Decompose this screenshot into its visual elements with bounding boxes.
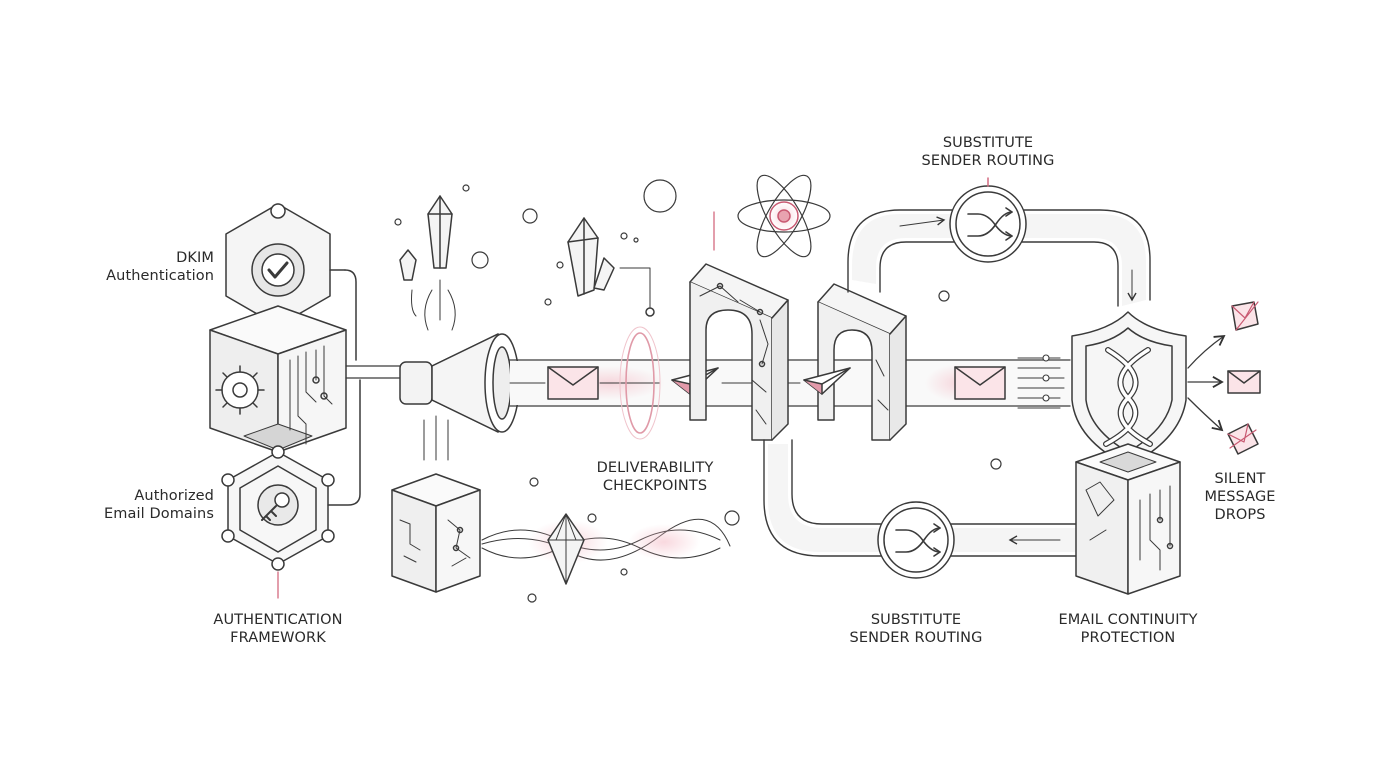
atom-icon xyxy=(737,174,831,258)
deliverability-checkpoints-label: DELIVERABILITY CHECKPOINTS xyxy=(596,460,714,494)
dkim-hexagon xyxy=(225,203,331,330)
checkpoint-gate-2 xyxy=(817,283,907,441)
continuity-cube xyxy=(1075,443,1181,595)
shuffle-node-bottom xyxy=(877,501,955,579)
gear-icon xyxy=(215,365,265,415)
continuity-shield-icon xyxy=(1071,311,1187,467)
diamond-crystal-icon xyxy=(547,513,585,585)
delivered-envelope-icon xyxy=(1227,370,1261,394)
gear-key-icon xyxy=(257,484,299,526)
envelope-icon xyxy=(547,366,599,400)
crystal-cluster-2 xyxy=(567,217,655,317)
substitute-routing-top-label: SUBSTITUTE SENDER ROUTING xyxy=(921,135,1055,169)
shuffle-node-top xyxy=(949,185,1027,263)
dropped-envelope-icon xyxy=(1231,301,1259,331)
speed-lines xyxy=(1017,354,1065,409)
silent-drops-label: SILENT MESSAGE DROPS xyxy=(1204,471,1276,523)
email-continuity-label: EMAIL CONTINUITY PROTECTION xyxy=(1058,612,1198,646)
substitute-routing-bottom-label: SUBSTITUTE SENDER ROUTING xyxy=(849,612,983,646)
dropped-envelope-icon-2 xyxy=(1227,423,1259,455)
checkpoint-gate-1 xyxy=(689,263,789,441)
server-cube xyxy=(209,305,347,453)
dkim-label: DKIM Authentication xyxy=(106,250,214,284)
authorized-domains-label: Authorized Email Domains xyxy=(104,488,214,522)
checkpoint-ring xyxy=(619,326,661,440)
signal-wave xyxy=(481,518,731,564)
floating-dots xyxy=(394,179,1002,603)
gear-check-icon xyxy=(251,243,305,297)
data-cube xyxy=(391,415,481,593)
authentication-framework-label: AUTHENTICATION FRAMEWORK xyxy=(213,612,343,646)
domains-hexagon xyxy=(221,445,335,571)
output-arrows xyxy=(1187,334,1226,432)
crystal-cluster xyxy=(399,195,456,331)
envelope-icon-2 xyxy=(954,366,1006,400)
paper-plane-icon-2 xyxy=(803,367,851,395)
intake-funnel xyxy=(399,333,520,433)
